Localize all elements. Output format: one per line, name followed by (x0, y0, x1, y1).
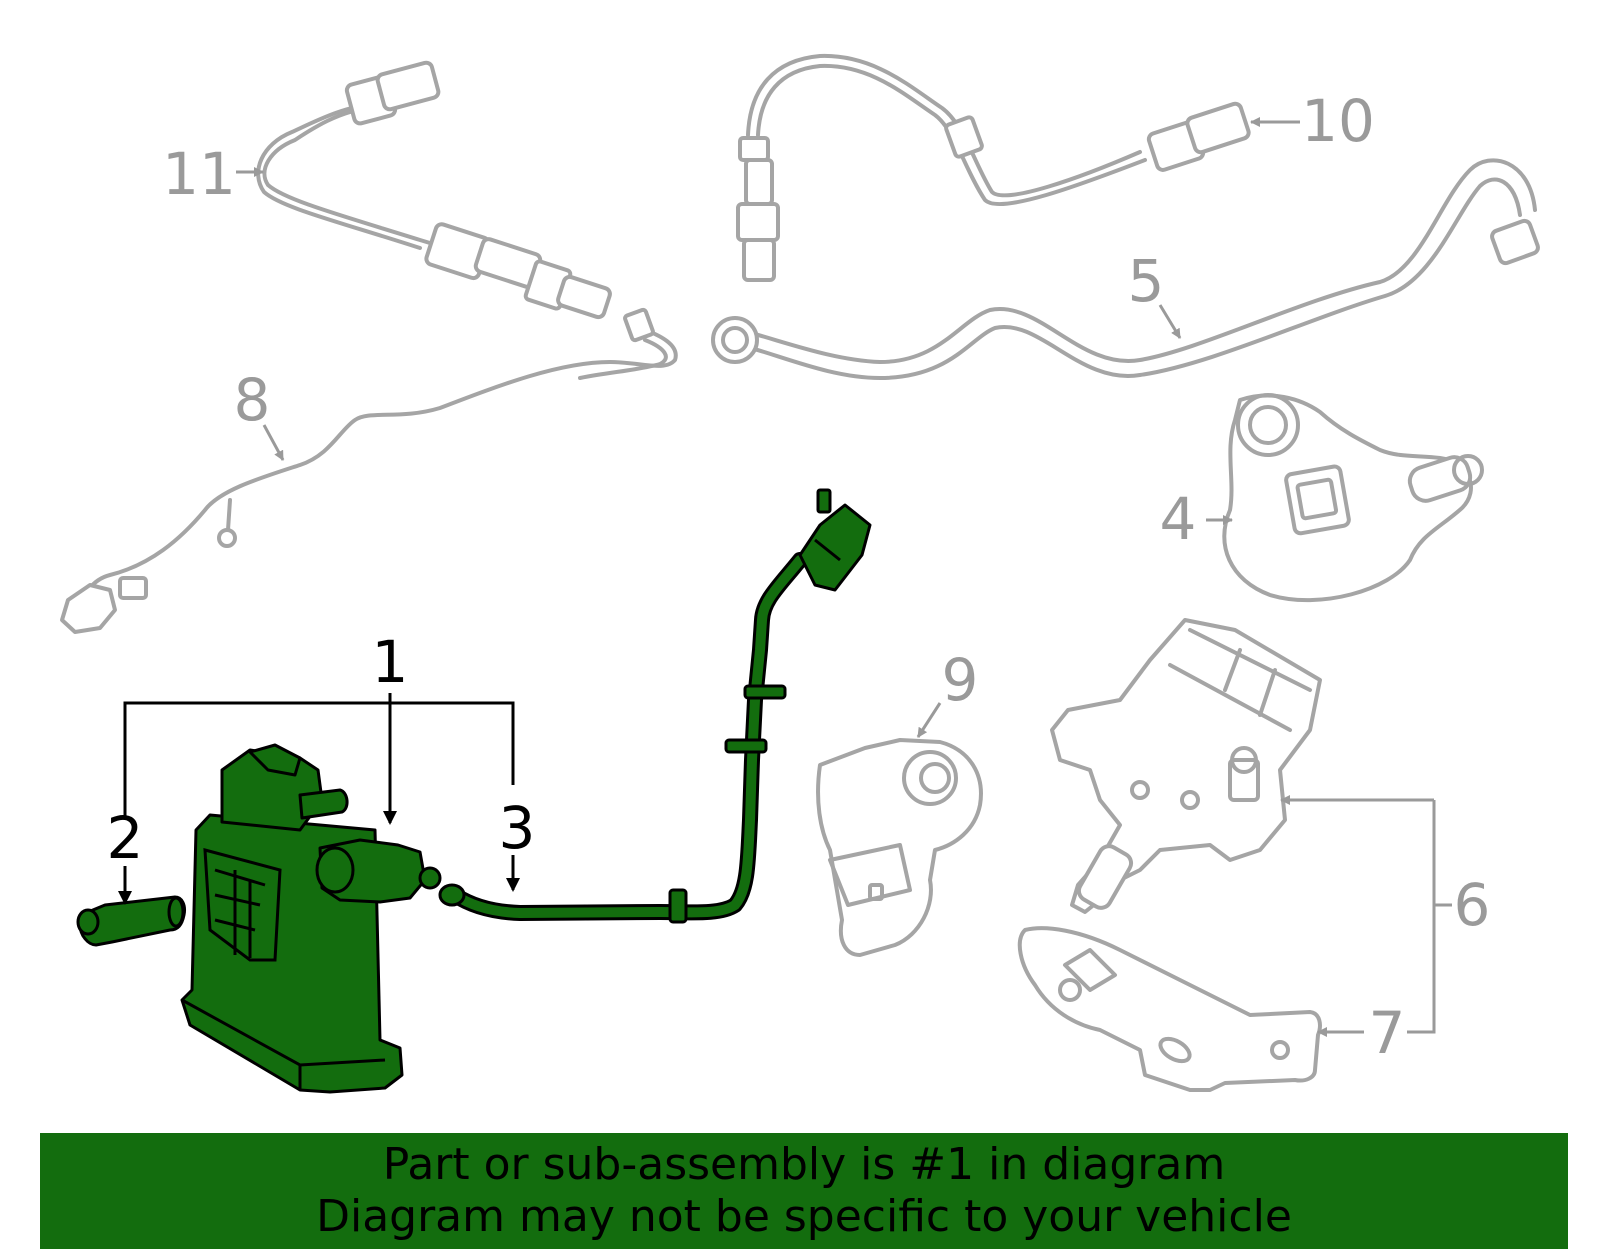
part-4-valve[interactable] (1222, 393, 1484, 603)
part-1-canister[interactable] (180, 743, 442, 1094)
banner-line-1: Part or sub-assembly is #1 in diagram (382, 1139, 1226, 1190)
part-5-hose[interactable] (711, 158, 1540, 380)
part-3-hose[interactable] (438, 488, 872, 924)
callout-2: 2 (107, 804, 144, 872)
callout-6: 6 (1454, 871, 1491, 939)
callout-9: 9 (942, 646, 979, 714)
part-8-harness[interactable] (60, 307, 678, 634)
callout-10: 10 (1301, 87, 1375, 155)
part-11-oxygen-sensor[interactable] (256, 60, 612, 320)
callout-7: 7 (1369, 999, 1406, 1067)
callout-labels: 1 2 3 4 5 6 7 8 9 10 11 (107, 87, 1491, 1067)
callout-4: 4 (1160, 485, 1197, 553)
part-7-bracket[interactable] (1017, 926, 1322, 1092)
part-10-oxygen-sensor[interactable] (736, 53, 1251, 282)
part-6-bracket-assembly[interactable] (1050, 618, 1322, 914)
callout-1: 1 (372, 628, 409, 696)
callout-3: 3 (499, 794, 536, 862)
disclaimer-banner: Part or sub-assembly is #1 in diagram Di… (40, 1133, 1568, 1249)
part-2-fitting[interactable] (76, 895, 186, 947)
part-9-sensor[interactable] (816, 738, 983, 957)
parts-diagram: 1 2 3 4 5 6 7 8 9 10 11 (60, 53, 1540, 1094)
callout-5: 5 (1128, 247, 1165, 315)
callout-11: 11 (162, 140, 236, 208)
callout-8: 8 (234, 366, 271, 434)
banner-line-2: Diagram may not be specific to your vehi… (316, 1191, 1292, 1242)
leader-lines (118, 117, 1452, 1037)
